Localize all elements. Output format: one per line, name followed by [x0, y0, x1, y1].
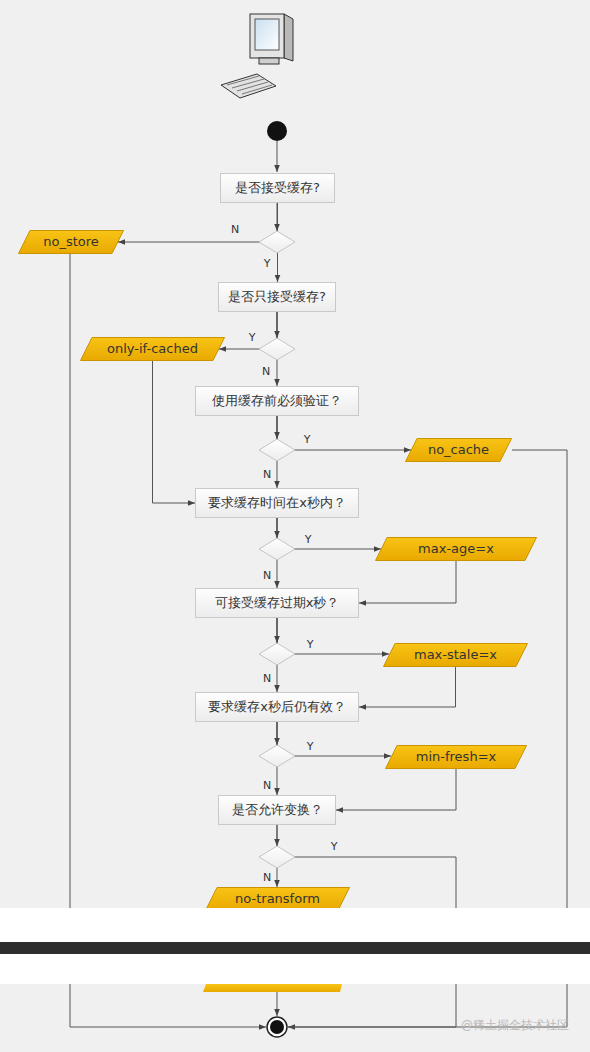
- branch-label: Y: [264, 257, 271, 270]
- flow-arrow: [336, 769, 456, 810]
- option-text: max-stale=x: [414, 647, 497, 663]
- branch-label: N: [263, 569, 271, 582]
- flow-arrow: [277, 618, 389, 654]
- process-box: 要求缓存时间在x秒内？: [195, 488, 359, 518]
- parallelogram-shape: [386, 746, 527, 769]
- monitor-screen: [255, 19, 279, 50]
- flow-arrow: [277, 416, 411, 450]
- branch-label: N: [263, 468, 271, 481]
- process-box: 使用缓存前必须验证？: [195, 386, 359, 416]
- branch-label: Y: [331, 840, 338, 853]
- decision-inlet: [277, 416, 278, 439]
- parallelogram-shape: [376, 538, 537, 561]
- branch-label: Y: [305, 533, 312, 546]
- box-text: 可接受缓存过期x秒？: [215, 595, 340, 611]
- monitor-stand: [259, 58, 279, 64]
- box-text: 是否只接受缓存?: [228, 289, 326, 305]
- decision-inlet: [277, 825, 278, 846]
- box-text: 要求缓存x秒后仍有效？: [208, 699, 346, 715]
- process-box: 是否允许变换？: [218, 795, 336, 825]
- process-box: 是否只接受缓存?: [218, 282, 336, 312]
- process-box: 是否接受缓存?: [220, 173, 335, 203]
- decision-diamond: [259, 643, 295, 665]
- decision-diamond: [259, 538, 295, 560]
- branch-label: Y: [307, 638, 314, 651]
- option-text: no-transform: [235, 891, 320, 907]
- decision-diamond: [259, 439, 295, 461]
- flow-arrow: [277, 722, 391, 756]
- decision-inlet: [277, 203, 278, 231]
- branch-label: Y: [249, 331, 256, 344]
- overlay-bar: [0, 942, 590, 954]
- decision-diamond: [259, 231, 295, 253]
- option-text: only-if-cached: [107, 341, 198, 357]
- end-lines: [70, 254, 567, 1027]
- overlay-band: [0, 908, 590, 984]
- branch-label: N: [263, 871, 271, 884]
- option-text: max-age=x: [418, 541, 494, 557]
- option-parallelogram: no_store: [18, 230, 124, 254]
- flow-arrow: [118, 203, 278, 242]
- box-text: 是否接受缓存?: [235, 180, 320, 196]
- branch-label: N: [263, 672, 271, 685]
- flow-line: [288, 857, 456, 1027]
- flow-line: [288, 450, 567, 1027]
- monitor-side: [284, 14, 293, 61]
- branch-label: N: [263, 779, 271, 792]
- branch-label: Y: [304, 433, 311, 446]
- decision-inlet: [277, 312, 278, 338]
- option-text: min-fresh=x: [416, 749, 496, 765]
- parallelogram-shape: [81, 338, 225, 361]
- flow-arrow: [153, 361, 196, 503]
- parallelogram-shape: [206, 888, 350, 911]
- keyboard: [221, 74, 276, 98]
- decision-diamond: [259, 745, 295, 767]
- flow-line: [277, 992, 278, 1016]
- monitor-front: [250, 14, 284, 58]
- branch-label: N: [231, 223, 239, 236]
- keyboard-keys: [227, 76, 272, 94]
- partial-parallelogram: [203, 984, 342, 992]
- end-point: [270, 1020, 284, 1034]
- box-text: 要求缓存时间在x秒内？: [208, 495, 346, 511]
- flow-arrow: [359, 561, 456, 603]
- option-parallelogram: only-if-cached: [80, 337, 225, 361]
- decision-inlet: [277, 518, 278, 538]
- option-text: no_store: [43, 234, 99, 250]
- option-parallelogram: no-transform: [205, 887, 350, 911]
- start-point: [267, 121, 287, 141]
- box-text: 是否允许变换？: [232, 802, 323, 818]
- option-text: no_cache: [428, 442, 489, 458]
- process-box: 要求缓存x秒后仍有效？: [195, 692, 359, 722]
- start-arrow: [277, 141, 278, 172]
- option-parallelogram: no_cache: [405, 438, 512, 462]
- branch-label: Y: [307, 740, 314, 753]
- box-text: 使用缓存前必须验证？: [212, 393, 342, 409]
- flow-arrow: [359, 667, 456, 707]
- parallelogram-shape: [406, 439, 512, 462]
- process-box: 可接受缓存过期x秒？: [195, 588, 359, 618]
- decision-inlet: [277, 722, 278, 745]
- parallelogram-shape: [19, 231, 124, 254]
- option-parallelogram: max-stale=x: [383, 643, 528, 667]
- end-point-ring: [267, 1017, 287, 1037]
- watermark: @稀土掘金技术社区: [461, 1017, 569, 1034]
- decision-diamond: [259, 338, 295, 360]
- computer-icon: [221, 14, 293, 98]
- branch-label: N: [262, 365, 270, 378]
- option-parallelogram: max-age=x: [375, 537, 537, 561]
- decision-diamond: [259, 846, 295, 868]
- option-parallelogram: min-fresh=x: [385, 745, 527, 769]
- decision-inlet: [277, 618, 278, 643]
- flow-line: [277, 911, 278, 990]
- flow-line: [70, 254, 266, 1027]
- decision-diamonds: [259, 231, 295, 868]
- parallelogram-shape: [384, 644, 528, 667]
- flow-arrow: [277, 518, 381, 549]
